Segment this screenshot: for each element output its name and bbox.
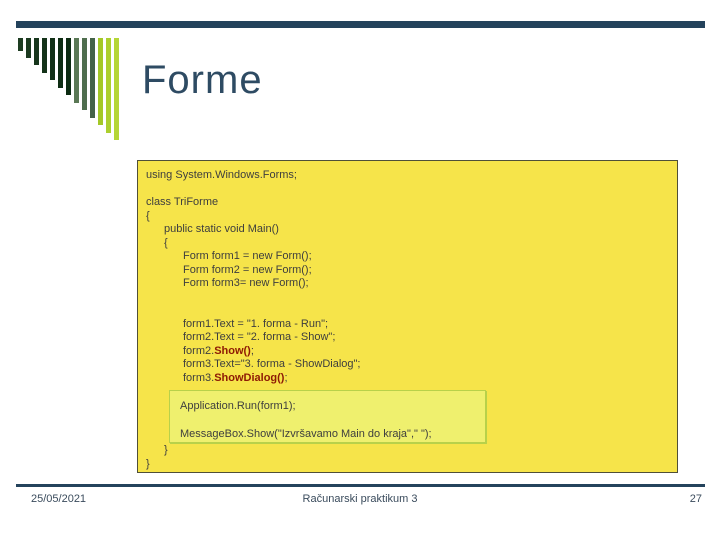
code-text: {	[146, 209, 150, 222]
logo-bars-icon	[18, 38, 122, 140]
code-text: Form form1 = new Form();	[183, 250, 312, 262]
code-line: }	[146, 458, 677, 472]
logo-bar	[50, 38, 55, 80]
logo-bar	[82, 38, 87, 110]
code-text: public static void Main()	[164, 223, 279, 235]
code-text: form2.Text = "2. forma - Show";	[183, 331, 336, 343]
logo-bar	[34, 38, 39, 65]
code-text: form3.Text="3. forma - ShowDialog";	[183, 358, 361, 370]
code-line: Form form1 = new Form();	[146, 250, 677, 264]
logo-bar	[90, 38, 95, 118]
code-keyword: ShowDialog()	[214, 371, 285, 384]
code-text: form3.	[183, 371, 215, 384]
code-block: using System.Windows.Forms; class TriFor…	[137, 160, 678, 473]
logo-bar	[106, 38, 111, 133]
top-accent-bar	[16, 21, 705, 28]
code-line	[146, 183, 677, 197]
code-line	[146, 291, 677, 305]
code-line: Application.Run(form1);	[180, 399, 485, 413]
logo-bar	[58, 38, 63, 88]
code-line: form1.Text = "1. forma - Run";	[146, 318, 677, 332]
code-line: class TriForme	[146, 196, 677, 210]
code-text: ;	[284, 371, 288, 384]
code-line: using System.Windows.Forms;	[146, 169, 677, 183]
code-line	[180, 413, 485, 427]
code-line	[146, 304, 677, 318]
code-line: form3.Text="3. forma - ShowDialog";	[146, 358, 677, 372]
code-text: MessageBox.Show("Izvršavamo Main do kraj…	[180, 428, 432, 440]
logo-bar	[114, 38, 119, 140]
code-line: form2.Show();	[146, 345, 677, 359]
logo-bar	[66, 38, 71, 95]
footer-page-number: 27	[689, 493, 702, 505]
code-keyword: Show()	[214, 344, 251, 357]
code-line: }	[146, 444, 677, 458]
code-text: Application.Run(form1);	[180, 400, 296, 412]
footer-title: Računarski praktikum 3	[302, 493, 418, 505]
code-text: {	[164, 236, 168, 249]
code-text: Form form3= new Form();	[183, 277, 309, 289]
code-lines-bottom: }}	[146, 444, 677, 471]
code-text: }	[164, 444, 168, 456]
code-text: ;	[250, 344, 254, 357]
code-line: form2.Text = "2. forma - Show";	[146, 331, 677, 345]
code-line: {	[146, 237, 677, 251]
logo-bar	[26, 38, 31, 58]
slide-title: Forme	[142, 58, 263, 102]
code-line: {	[146, 210, 677, 224]
code-line: public static void Main()	[146, 223, 677, 237]
code-line: Form form3= new Form();	[146, 277, 677, 291]
logo-bar	[18, 38, 23, 51]
code-text: using System.Windows.Forms;	[146, 169, 297, 181]
code-text: form1.Text = "1. forma - Run";	[183, 317, 329, 330]
footer-date: 25/05/2021	[31, 493, 87, 505]
footer-divider	[16, 484, 705, 487]
inner-code-box: Application.Run(form1); MessageBox.Show(…	[169, 390, 486, 443]
code-line: MessageBox.Show("Izvršavamo Main do kraj…	[180, 427, 485, 441]
code-lines-top: using System.Windows.Forms; class TriFor…	[146, 169, 677, 385]
code-text: class TriForme	[146, 196, 219, 208]
logo-bar	[42, 38, 47, 73]
code-text: Form form2 = new Form();	[183, 263, 312, 276]
code-text: }	[146, 457, 150, 470]
logo-bar	[98, 38, 103, 125]
code-text: form2.	[183, 344, 215, 357]
code-line: Form form2 = new Form();	[146, 264, 677, 278]
logo-bar	[74, 38, 79, 103]
code-line: form3.ShowDialog();	[146, 372, 677, 386]
